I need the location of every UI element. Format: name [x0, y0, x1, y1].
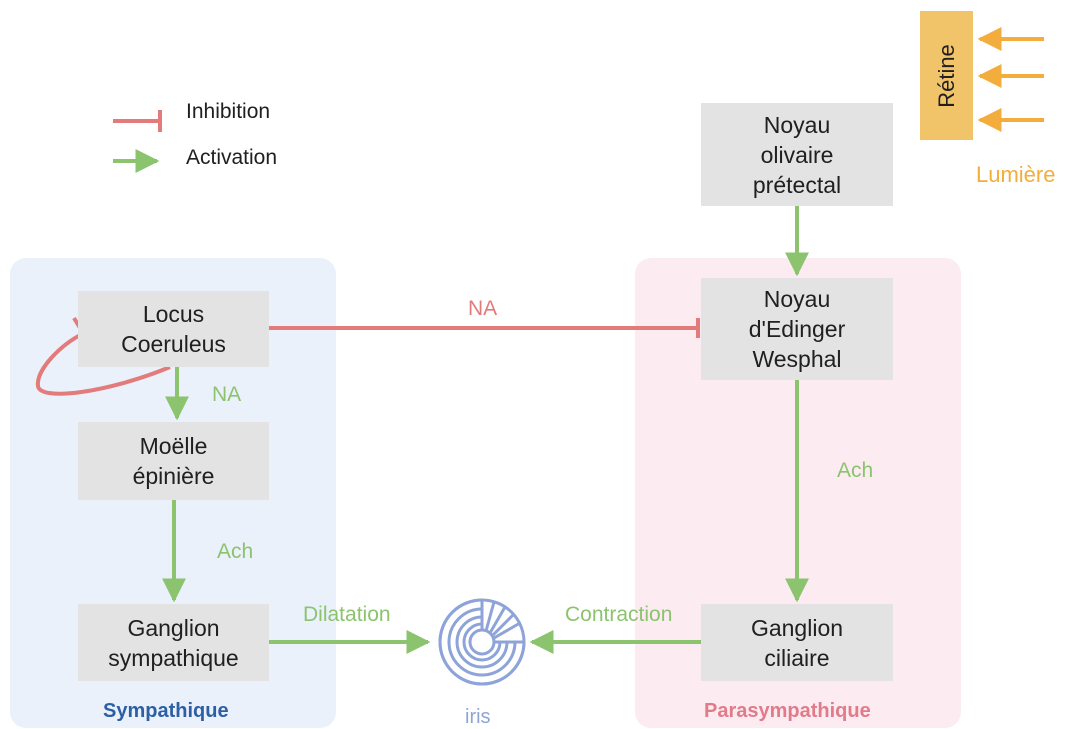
retine-label: Rétine — [933, 43, 959, 108]
iris-icon — [438, 598, 526, 686]
noyau-olivaire-node: Noyau olivaire prétectal — [701, 103, 893, 206]
ach-left-label: Ach — [217, 540, 254, 563]
dilatation-label: Dilatation — [303, 603, 391, 626]
locus-coeruleus-node: Locus Coeruleus — [78, 291, 269, 367]
sympathique-title: Sympathique — [103, 700, 229, 722]
iris-label: iris — [465, 706, 491, 728]
ganglion-ciliaire-node: Ganglion ciliaire — [701, 604, 893, 681]
ganglion-sympathique-node: Ganglion sympathique — [78, 604, 269, 681]
retine-node: Rétine — [920, 11, 973, 140]
lumiere-label: Lumière — [976, 162, 1056, 187]
legend-activation-label: Activation — [186, 146, 278, 169]
legend-inhibition-symbol — [113, 110, 162, 132]
contraction-label: Contraction — [565, 603, 673, 626]
light-arrows — [977, 27, 1044, 132]
noyau-edinger-node: Noyau d'Edinger Wesphal — [701, 278, 893, 380]
moelle-epiniere-node: Moëlle épinière — [78, 422, 269, 500]
na-activation-label: NA — [212, 383, 242, 406]
legend-inhibition-label: Inhibition — [186, 100, 271, 123]
na-inhibition-label: NA — [468, 297, 498, 320]
edge-locus-to-edinger-inhibition — [269, 318, 700, 338]
ach-right-label: Ach — [837, 459, 874, 482]
parasympathique-title: Parasympathique — [704, 700, 871, 722]
